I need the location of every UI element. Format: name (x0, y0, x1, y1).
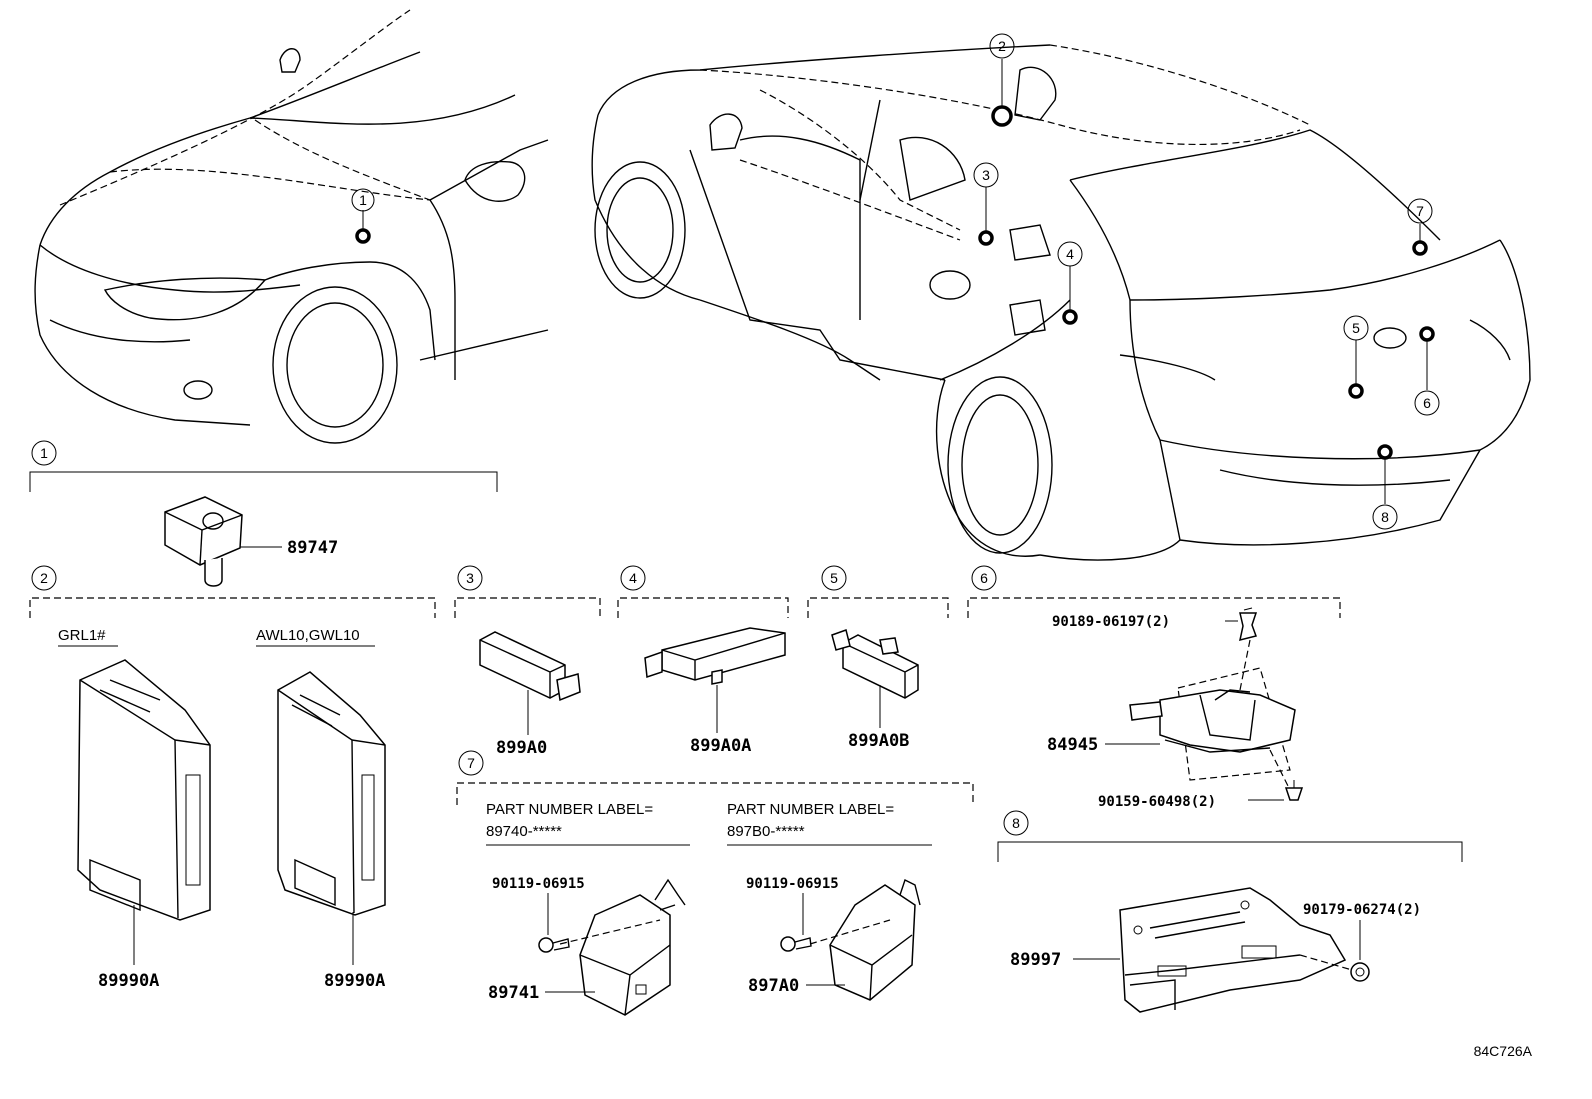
callout-3: 3 (982, 167, 990, 183)
nut-part (1350, 962, 1370, 982)
variant-grl1: GRL1# (58, 627, 106, 644)
callout-circle-7 (1407, 198, 1433, 224)
section-7: 7 PART NUMBER LABEL= 89740-***** PART NU… (456, 750, 974, 1016)
callout-4: 4 (1066, 246, 1074, 262)
variant-awl10-gwl10: AWL10,GWL10 (256, 627, 360, 644)
part-90119-06915-right: 90119-06915 (746, 876, 839, 892)
sensor-89747-part (164, 496, 243, 587)
callout-circle-8 (1372, 504, 1398, 530)
ecu-right-part (277, 671, 386, 916)
sensor-899a0-part (479, 631, 581, 702)
callout-circle-4 (1057, 241, 1083, 267)
module-89997-part (1119, 887, 1353, 1013)
part-897a0: 897A0 (748, 976, 799, 996)
callout-circle-1 (351, 188, 375, 212)
rear-car-illustration (591, 44, 1531, 561)
section-7-number: 7 (467, 755, 475, 771)
section-2-number: 2 (40, 570, 48, 586)
callout-8: 8 (1381, 509, 1389, 525)
callout-circle-2 (989, 33, 1015, 59)
callout-circle-6 (1414, 390, 1440, 416)
section-6: 6 90189-06197(2) 84945 90159-60498(2) (967, 565, 1341, 810)
section-5-number: 5 (830, 570, 838, 586)
section-3: 3 899A0 (454, 565, 601, 758)
part-89990a-right: 89990A (324, 971, 385, 991)
ecu-left-part (77, 659, 211, 921)
bolt-left-part (538, 937, 570, 953)
sensor-899a0b-part (831, 629, 919, 699)
car-callouts: 1 2 3 4 5 6 7 8 (351, 33, 1440, 530)
callout-1: 1 (359, 192, 367, 208)
callout-2: 2 (998, 38, 1006, 54)
sensor-899a0a-part (644, 627, 786, 685)
part-89747: 89747 (287, 538, 338, 558)
part-899a0a: 899A0A (690, 736, 751, 756)
clip-part (1239, 607, 1258, 642)
part-89741: 89741 (488, 983, 539, 1003)
module-84945-part (1129, 689, 1296, 753)
part-90189-06197: 90189-06197(2) (1052, 614, 1170, 630)
front-car-illustration (34, 9, 549, 444)
section-4: 4 899A0A (617, 565, 789, 756)
module-897a0-part (809, 879, 921, 1001)
module-89741-part (559, 878, 686, 1016)
callout-circle-3 (973, 162, 999, 188)
label-left-value: 89740-***** (486, 823, 562, 840)
section-4-number: 4 (629, 570, 637, 586)
part-84945: 84945 (1047, 735, 1098, 755)
part-90159-60498: 90159-60498(2) (1098, 794, 1216, 810)
diagram-id: 84C726A (1474, 1043, 1533, 1059)
part-899a0b: 899A0B (848, 731, 909, 751)
section-5: 5 899A0B (807, 565, 949, 751)
section-3-number: 3 (466, 570, 474, 586)
part-899a0: 899A0 (496, 738, 547, 758)
part-89990a-left: 89990A (98, 971, 159, 991)
label-left-title: PART NUMBER LABEL= (486, 801, 653, 818)
label-right-value: 897B0-***** (727, 823, 805, 840)
section-1: 1 89747 (29, 440, 498, 587)
part-90119-06915-left: 90119-06915 (492, 876, 585, 892)
callout-circle-5 (1343, 315, 1369, 341)
part-89997: 89997 (1010, 950, 1061, 970)
section-2: 2 GRL1# AWL10,GWL10 89990A 89990A (29, 565, 436, 991)
callout-5: 5 (1352, 320, 1360, 336)
section-8-number: 8 (1012, 815, 1020, 831)
section-6-number: 6 (980, 570, 988, 586)
callout-7: 7 (1416, 203, 1424, 219)
callout-6: 6 (1423, 395, 1431, 411)
screw-part (1284, 780, 1304, 801)
section-1-number: 1 (40, 445, 48, 461)
part-90179-06274: 90179-06274(2) (1303, 902, 1421, 918)
label-right-title: PART NUMBER LABEL= (727, 801, 894, 818)
section-8: 8 90179-06274(2) 89997 (997, 810, 1463, 1013)
bolt-right-part (780, 936, 812, 952)
